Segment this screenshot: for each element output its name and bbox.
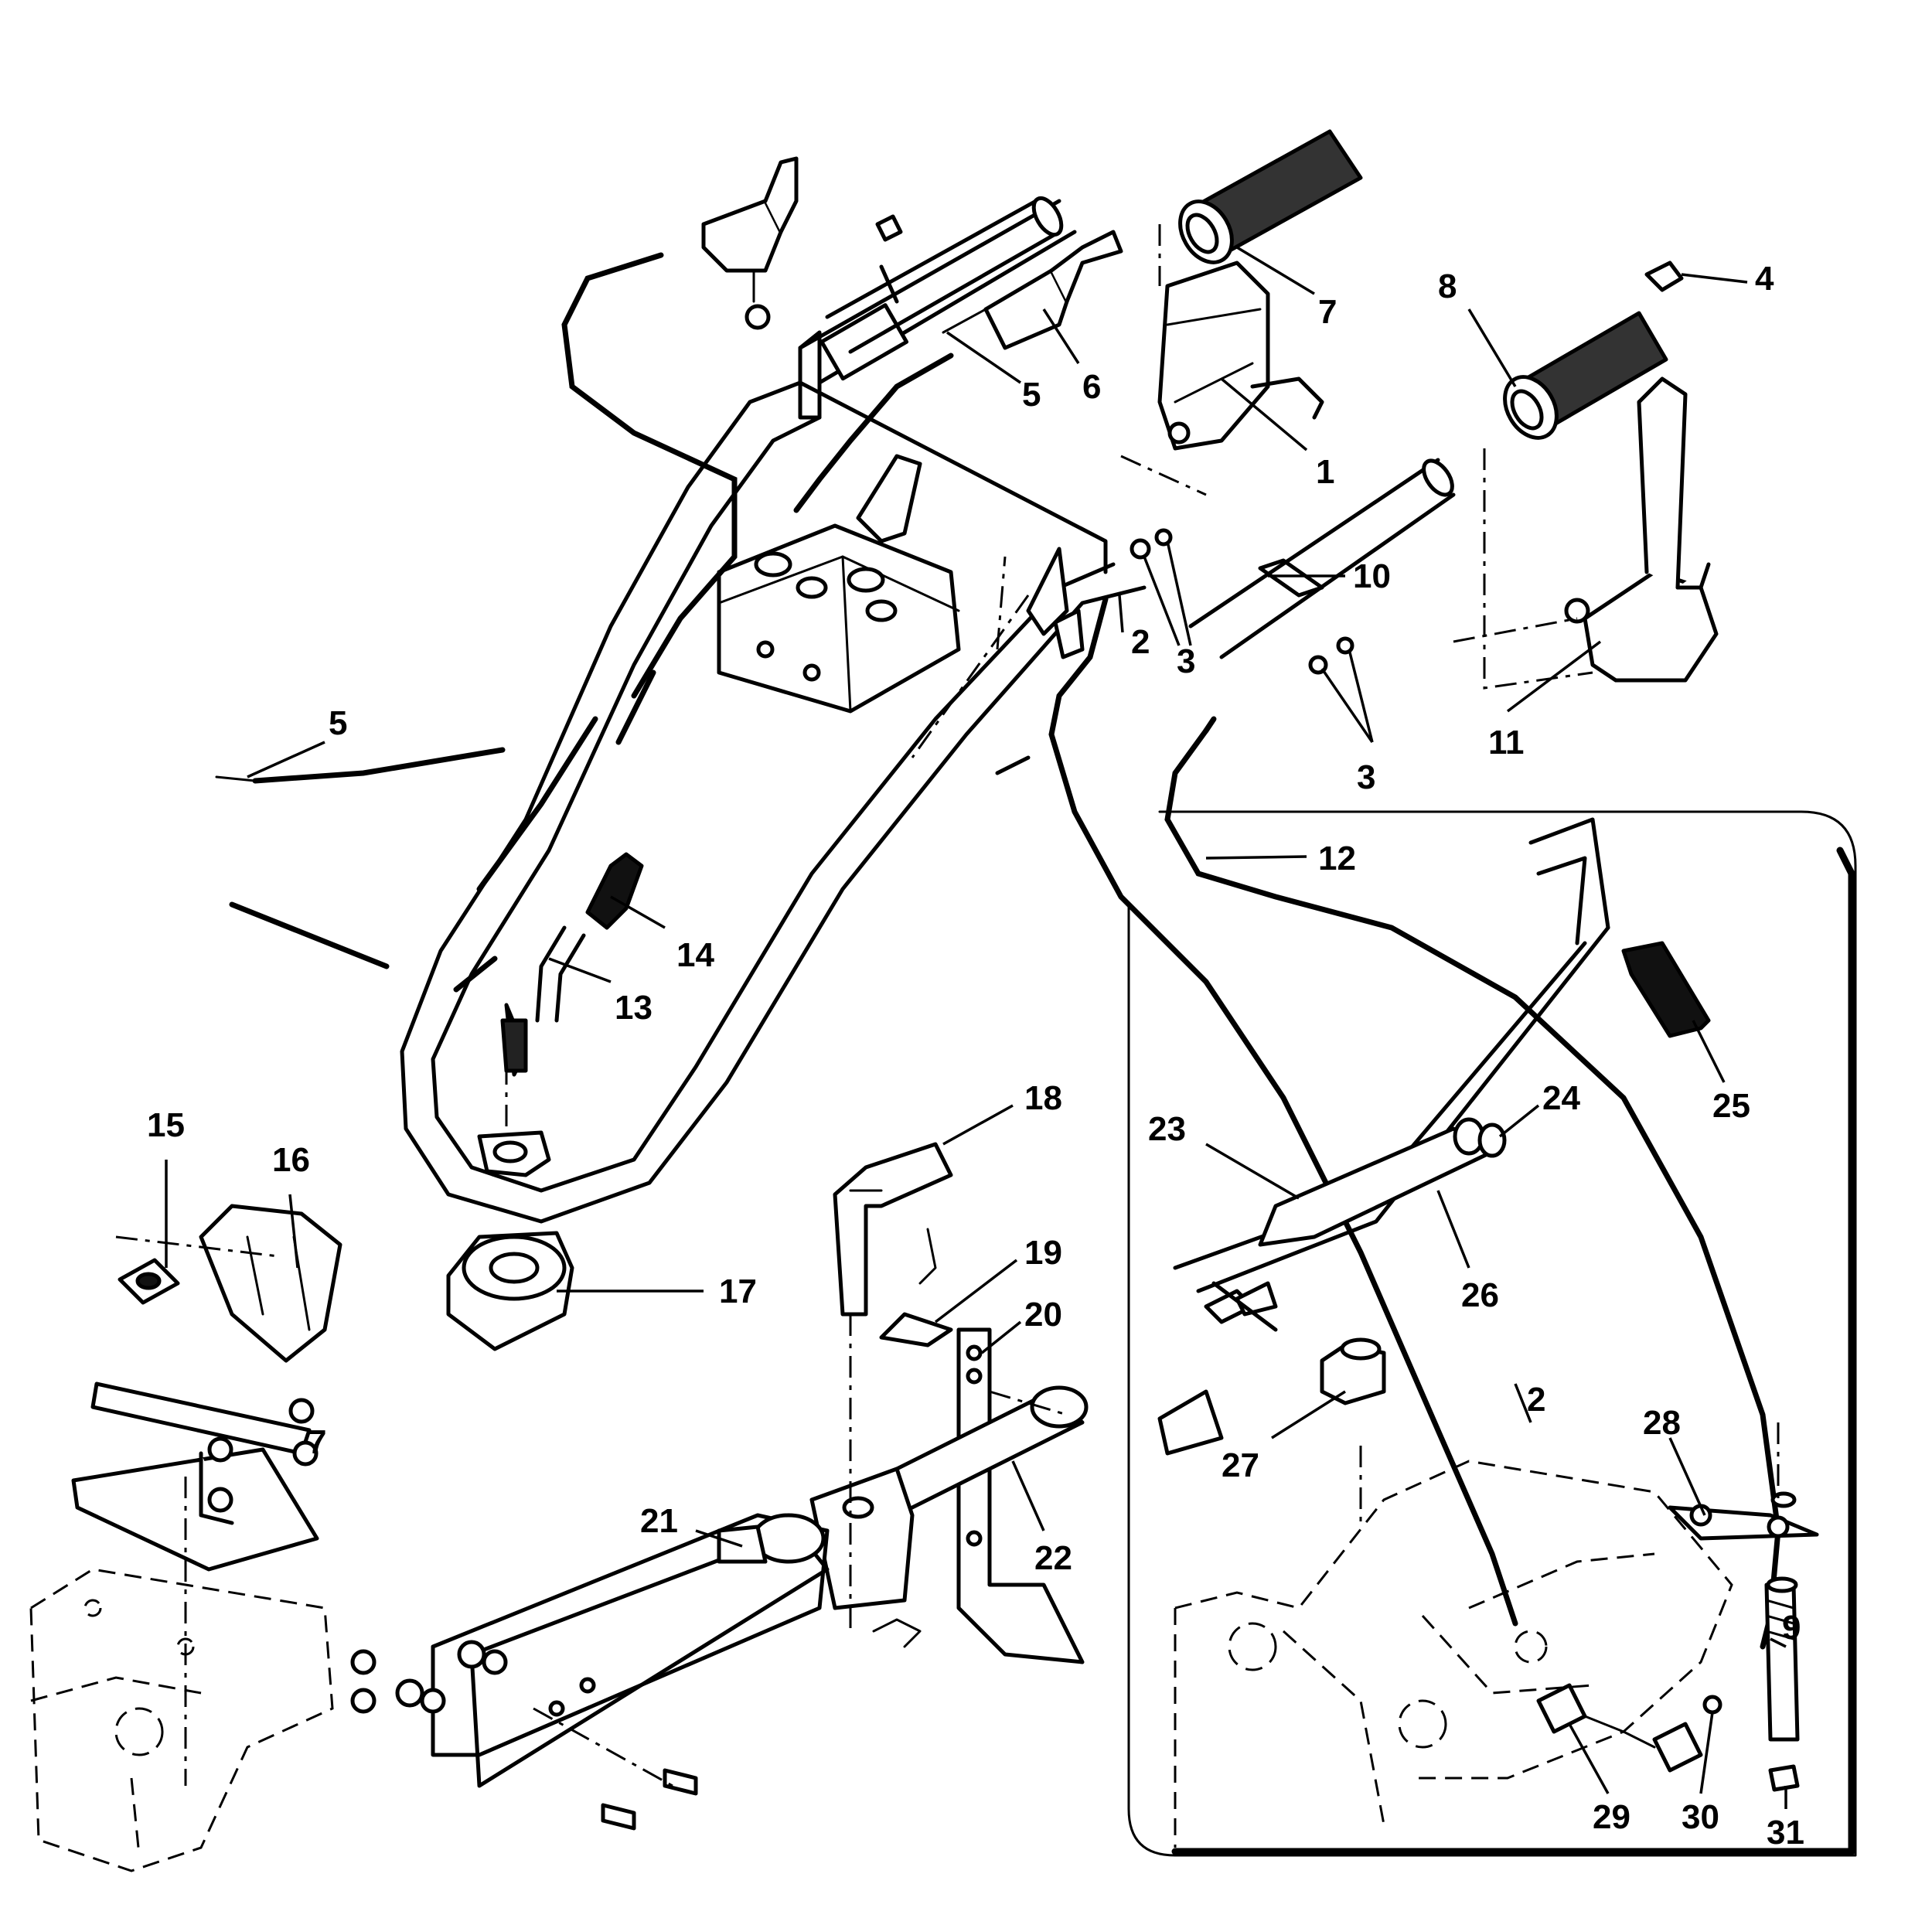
callout-3-lower: 3 <box>1357 758 1375 796</box>
transmission-outline-left <box>29 1477 334 1872</box>
clip-part-4 <box>1644 261 1684 292</box>
callout-2-upper: 2 <box>1131 623 1150 661</box>
callout-16: 16 <box>272 1141 310 1179</box>
callout-15: 15 <box>147 1106 185 1144</box>
callout-28: 28 <box>1643 1404 1681 1442</box>
callout-26: 26 <box>1461 1276 1499 1314</box>
hitch-pin-part-18 <box>833 1142 953 1317</box>
callout-31: 31 <box>1767 1814 1804 1852</box>
lever-part-6 <box>942 230 1123 350</box>
callout-labels: 1 2 2 3 3 4 5 5 6 7 7 8 9 10 11 12 13 14… <box>147 260 1804 1852</box>
callout-3-upper: 3 <box>1177 642 1195 680</box>
callout-30: 30 <box>1682 1798 1719 1836</box>
callout-20: 20 <box>1024 1296 1062 1334</box>
callout-22: 22 <box>1034 1539 1072 1577</box>
callout-12: 12 <box>1318 840 1356 877</box>
bracket-parts-15-16 <box>71 1204 342 1572</box>
knob-part-25 <box>1621 941 1711 1038</box>
leader-lines <box>165 246 1787 1809</box>
base-part-17 <box>446 1063 574 1351</box>
nut-part-31 <box>1768 1764 1800 1792</box>
callout-9: 9 <box>1782 1609 1801 1647</box>
callout-14: 14 <box>676 936 714 974</box>
callout-27: 27 <box>1222 1446 1259 1484</box>
callout-29: 29 <box>1593 1798 1630 1836</box>
callout-11: 11 <box>1488 724 1525 761</box>
transmission-outline-right <box>1174 1422 1780 1848</box>
callout-10: 10 <box>1353 557 1391 595</box>
callout-6: 6 <box>1082 368 1101 406</box>
bracket-part-28 <box>1668 1504 1819 1541</box>
lever-housing-part-1 <box>1120 224 1324 496</box>
callout-8: 8 <box>1438 267 1457 305</box>
callout-25: 25 <box>1712 1087 1750 1125</box>
callout-23: 23 <box>1148 1110 1186 1148</box>
grip-top-part-7 <box>1178 129 1363 264</box>
spring-part-9 <box>1764 1491 1800 1742</box>
washer-part-24 <box>1477 1123 1507 1158</box>
hardware-screws <box>1053 528 1354 675</box>
callout-17: 17 <box>719 1272 757 1310</box>
block-part-27 <box>1320 1337 1386 1405</box>
grip-right-part-8 <box>1503 311 1668 440</box>
control-box <box>717 454 1069 758</box>
callout-5-upper: 5 <box>1022 376 1041 414</box>
callout-5-left: 5 <box>329 704 347 742</box>
bar-part-20 <box>956 1327 1085 1664</box>
control-lever-part-11 <box>1453 376 1719 690</box>
shift-rod-part-13 <box>500 925 586 1077</box>
callout-21: 21 <box>640 1502 678 1540</box>
callout-1: 1 <box>1316 453 1334 491</box>
callout-2-inset: 2 <box>1527 1381 1545 1419</box>
callout-13: 13 <box>615 989 653 1027</box>
callout-19: 19 <box>1024 1234 1062 1272</box>
hitch-hardware <box>350 1314 1068 1831</box>
drawbar-arms-part-21 <box>431 1513 830 1788</box>
cables <box>215 252 1788 1672</box>
callout-24: 24 <box>1542 1079 1580 1117</box>
inset-frame <box>1127 810 1857 1857</box>
drawbar-part-22 <box>809 1385 1089 1648</box>
callout-7-grip: 7 <box>1318 293 1337 331</box>
callout-7-bracket: 7 <box>308 1423 326 1461</box>
clip-part-19 <box>879 1228 953 1347</box>
callout-18: 18 <box>1024 1079 1062 1117</box>
left-handle-tube <box>825 196 1064 354</box>
lever-part-23 <box>1173 817 1610 1332</box>
knob-part-14 <box>585 852 644 930</box>
lever-top-left <box>701 156 903 330</box>
callout-4: 4 <box>1755 260 1774 298</box>
